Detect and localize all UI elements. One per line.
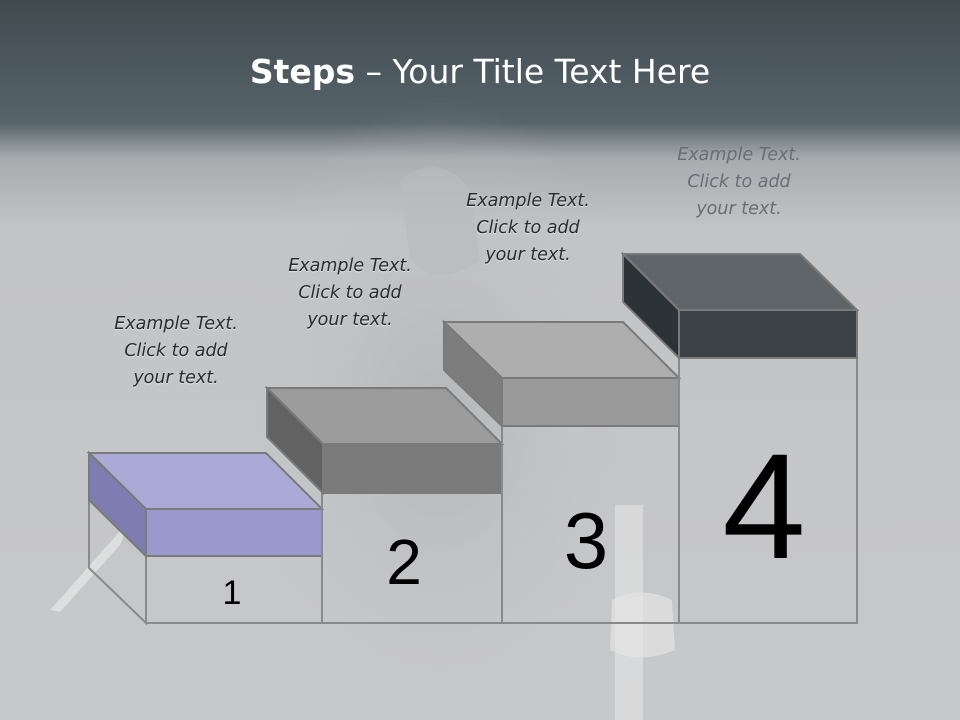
caption-line: Click to add: [687, 172, 791, 192]
caption-line: your text.: [696, 199, 782, 219]
step-2[interactable]: 2: [264, 385, 505, 624]
step-4-caption[interactable]: Example Text. Click to add your text.: [659, 142, 819, 223]
slide-title[interactable]: Steps – Your Title Text Here: [0, 52, 960, 91]
step-1-caption[interactable]: Example Text. Click to add your text.: [96, 311, 256, 392]
caption-line: Example Text.: [466, 191, 590, 211]
caption-line: Click to add: [298, 283, 402, 303]
caption-line: Example Text.: [677, 145, 801, 165]
title-rest: – Your Title Text Here: [355, 52, 711, 91]
step-4[interactable]: 4: [620, 251, 860, 624]
step-3-number: 3: [564, 496, 609, 585]
caption-line: your text.: [133, 368, 219, 388]
title-bold: Steps: [249, 52, 356, 91]
caption-line: your text.: [307, 310, 393, 330]
step-2-caption[interactable]: Example Text. Click to add your text.: [270, 253, 430, 334]
step-1-number: 1: [223, 574, 242, 612]
caption-line: your text.: [485, 245, 571, 265]
step-4-number: 4: [722, 422, 805, 590]
caption-line: Click to add: [476, 218, 580, 238]
caption-line: Example Text.: [288, 256, 412, 276]
step-1[interactable]: 1: [86, 450, 325, 626]
caption-line: Click to add: [124, 341, 228, 361]
caption-line: Example Text.: [114, 314, 238, 334]
step-3-caption[interactable]: Example Text. Click to add your text.: [448, 188, 608, 269]
step-2-number: 2: [386, 526, 422, 598]
